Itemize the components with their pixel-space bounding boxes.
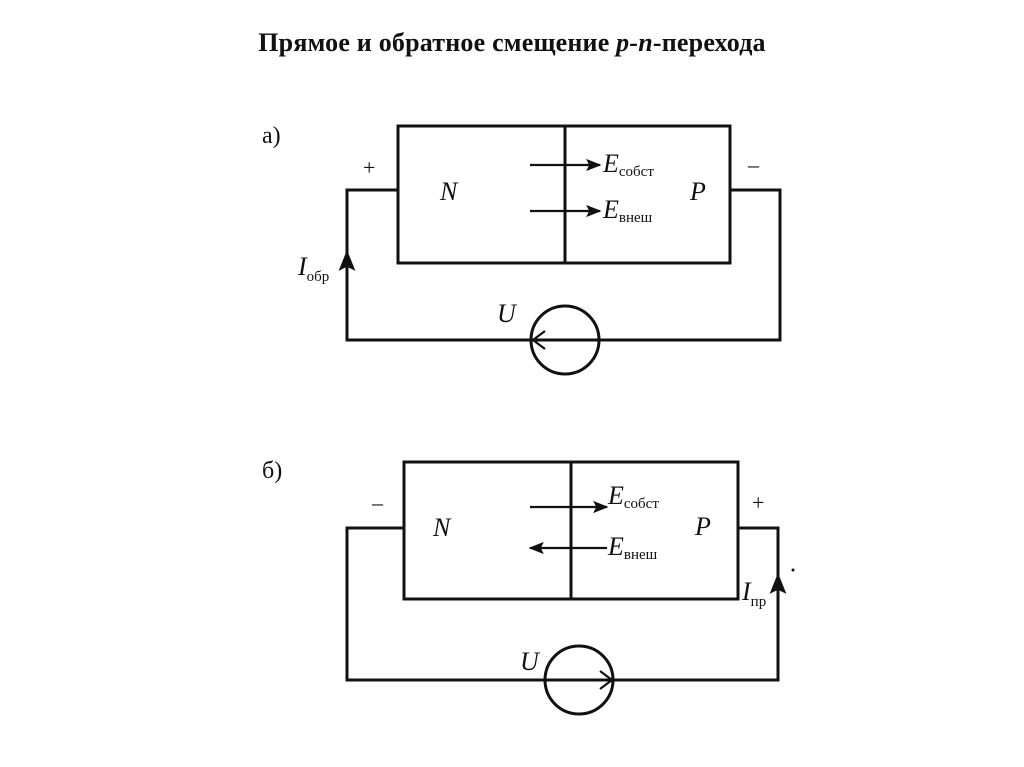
terminal-sign-right-b: + — [752, 490, 764, 515]
circuit-a: а) N P + – Eсобст Eвнеш Iобр U — [262, 123, 782, 376]
circuit-b: б) N P – + Eсобст Eвнеш Iпр U — [262, 458, 795, 716]
field-own-label-b: Eсобст — [607, 481, 659, 512]
region-p-label-a: P — [689, 177, 706, 206]
region-p-label-b: P — [694, 512, 711, 541]
title-prefix: Прямое и обратное смещение — [258, 28, 617, 57]
voltage-source-a — [529, 304, 601, 376]
source-arrow-right-icon-b — [599, 670, 614, 690]
current-label-b: Iпр — [741, 577, 766, 610]
circuit-wire-a — [345, 188, 782, 342]
source-arrow-left-icon-a — [531, 330, 546, 350]
page-title: Прямое и обратное смещение p-n-перехода — [0, 28, 1024, 58]
title-italic: p-n — [616, 28, 653, 57]
field-ext-label-a: Eвнеш — [602, 195, 653, 226]
source-label-a: U — [497, 299, 518, 328]
source-label-b: U — [520, 647, 541, 676]
stray-dot — [791, 568, 795, 572]
field-ext-label-b: Eвнеш — [607, 532, 658, 563]
field-own-label-a: Eсобст — [602, 149, 654, 180]
panel-label-b: б) — [262, 458, 282, 484]
region-n-label-b: N — [432, 513, 452, 542]
region-n-label-a: N — [439, 177, 459, 206]
panel-label-a: а) — [262, 123, 281, 149]
title-suffix: -перехода — [652, 28, 766, 57]
terminal-sign-left-b: – — [371, 490, 384, 515]
current-label-a: Iобр — [297, 252, 329, 285]
circuit-wire-b — [345, 526, 780, 682]
terminal-sign-left-a: + — [363, 155, 375, 180]
terminal-sign-right-a: – — [747, 152, 760, 177]
